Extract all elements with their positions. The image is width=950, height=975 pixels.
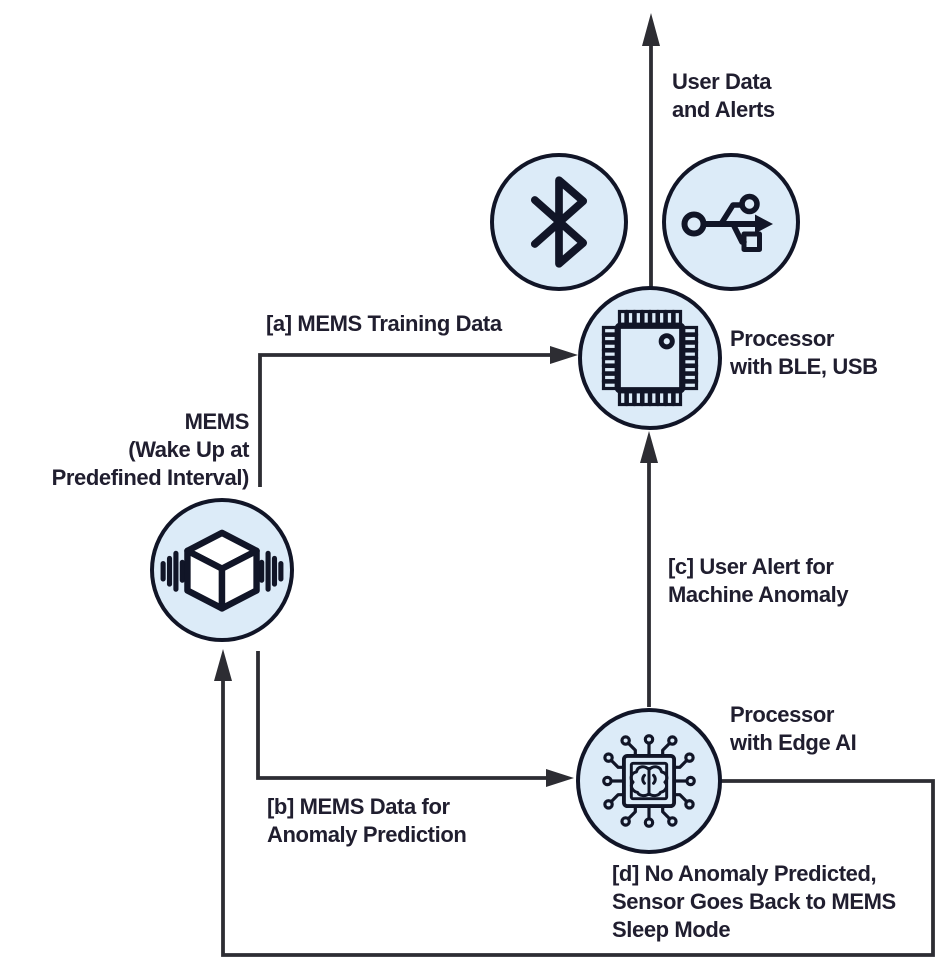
mems-node xyxy=(150,498,294,642)
mems-cube-icon xyxy=(160,529,284,612)
edge-c-label: [c] User Alert for Machine Anomaly xyxy=(668,554,849,607)
edge-ai-node xyxy=(576,708,722,854)
edge-ai-label: Processor with Edge AI xyxy=(730,702,857,755)
mems-label: MEMS (Wake Up at Predefined Interval) xyxy=(51,409,250,490)
edge-b-label: [b] MEMS Data for Anomaly Prediction xyxy=(267,794,467,847)
usb-node xyxy=(662,153,800,291)
arrow-c xyxy=(640,431,658,707)
bluetooth-node xyxy=(490,153,628,291)
arrow-a xyxy=(258,346,578,487)
output-label: User Data and Alerts xyxy=(672,69,775,122)
processor-ble-circle xyxy=(578,286,722,430)
output-arrow xyxy=(642,13,660,288)
ai-chip-icon xyxy=(602,734,696,828)
chip-icon xyxy=(601,309,699,407)
bluetooth-icon xyxy=(530,176,588,268)
edge-a-label: [a] MEMS Training Data xyxy=(266,311,502,336)
processor-ble-label: Processor with BLE, USB xyxy=(730,326,878,379)
arrow-d xyxy=(214,649,935,957)
edge-d-label: [d] No Anomaly Predicted, Sensor Goes Ba… xyxy=(612,861,896,942)
processor-ble-node xyxy=(578,286,722,430)
arrow-b xyxy=(256,651,574,787)
usb-icon xyxy=(681,193,773,252)
